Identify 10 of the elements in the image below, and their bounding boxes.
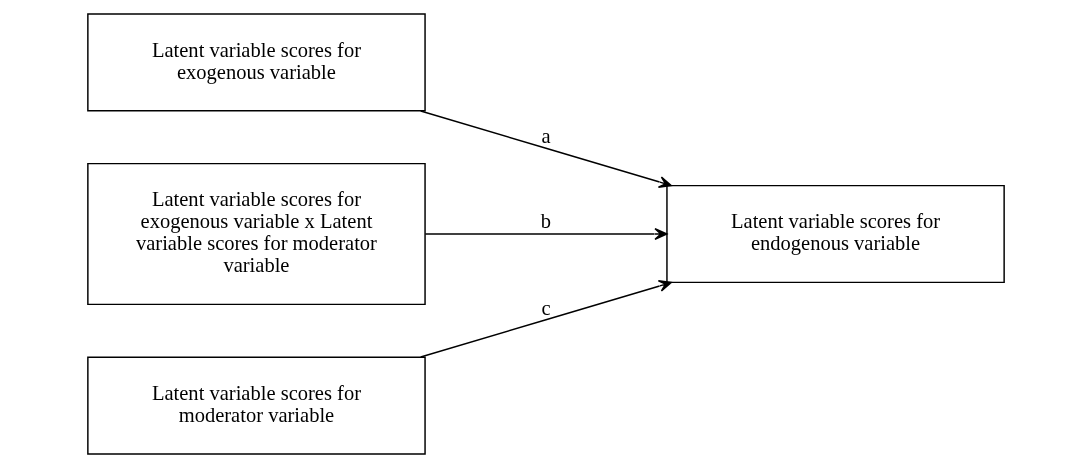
edge-label: b xyxy=(540,210,551,233)
edge-label: a xyxy=(540,125,551,148)
node-box: Latent variable scores for exogenous variable xyxy=(86,13,426,112)
node-box: Latent variable scores for endogenous variable xyxy=(665,184,1005,284)
arrow xyxy=(419,110,672,188)
node-box: Latent variable scores for moderator variable xyxy=(86,356,426,455)
edge-label: c xyxy=(540,296,551,319)
node-box: Latent variable scores for exogenous variable x Latent variable scores for moderator variable xyxy=(86,162,426,306)
arrow xyxy=(419,280,672,358)
arrow xyxy=(424,228,667,240)
